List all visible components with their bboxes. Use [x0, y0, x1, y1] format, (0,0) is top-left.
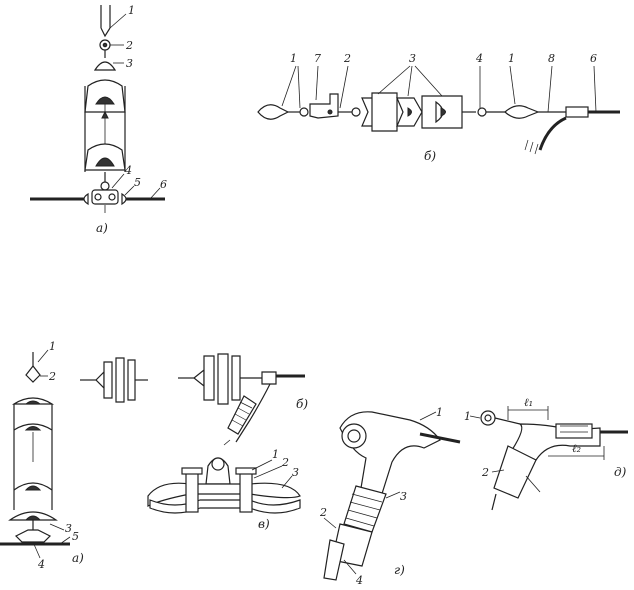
- label-6: 6: [160, 178, 167, 191]
- dimension-l1: ℓ₁: [524, 396, 533, 409]
- label-5: 5: [134, 176, 141, 189]
- caption-v: в): [258, 517, 270, 531]
- caption-small-b: б): [296, 397, 308, 411]
- bottom-a-labels: 1 2 3 4 5 a): [37, 340, 84, 571]
- label-4: 4: [475, 52, 483, 65]
- label-3: 3: [292, 466, 299, 479]
- caption-a: a): [96, 221, 108, 235]
- caption-a: a): [72, 551, 84, 565]
- caption-d: д): [614, 465, 627, 479]
- label-3: 3: [400, 490, 407, 503]
- label-7: 7: [314, 52, 321, 65]
- bottom-clamp-assembly: [147, 457, 301, 514]
- label-1: 1: [436, 406, 443, 419]
- label-2: 2: [319, 506, 327, 519]
- caption-g: г): [394, 563, 405, 577]
- bottom-v-labels: 1 2 3 в): [258, 448, 299, 531]
- label-2: 2: [481, 466, 489, 479]
- label-1: 1: [128, 4, 135, 17]
- caption-b: б): [424, 149, 436, 163]
- top-b-labels: 1 7 2 3 4 1 8 6 б): [290, 52, 597, 163]
- label-4: 4: [355, 574, 363, 587]
- label-1: 1: [508, 52, 515, 65]
- label-2: 2: [48, 370, 56, 383]
- bottom-cable-termination: [469, 406, 628, 511]
- label-2: 2: [125, 39, 133, 52]
- bottom-suspension-string: [0, 349, 71, 559]
- top-suspension-string: [30, 5, 165, 213]
- top-a-labels: 1 2 3 4 5 6 a): [96, 4, 167, 235]
- label-2: 2: [281, 456, 289, 469]
- label-1: 1: [49, 340, 56, 353]
- bottom-g-labels: 1 2 3 4 г): [319, 406, 443, 587]
- label-4: 4: [124, 164, 132, 177]
- label-2: 2: [343, 52, 351, 65]
- label-8: 8: [548, 52, 555, 65]
- label-1: 1: [290, 52, 297, 65]
- top-tension-string: [257, 65, 620, 155]
- label-1: 1: [272, 448, 279, 461]
- label-3: 3: [409, 52, 416, 65]
- label-1: 1: [464, 410, 471, 423]
- bottom-angled-clamp: [323, 411, 461, 581]
- label-4: 4: [37, 558, 45, 571]
- label-6: 6: [590, 52, 597, 65]
- bottom-small-insulator: [80, 357, 148, 403]
- dimension-l2: ℓ₂: [572, 442, 581, 455]
- bottom-strain-string: [178, 353, 305, 446]
- label-5: 5: [72, 530, 79, 543]
- bottom-d-labels: 1 2 ℓ₁ ℓ₂ д): [464, 396, 627, 479]
- label-3: 3: [65, 522, 72, 535]
- label-3: 3: [126, 57, 133, 70]
